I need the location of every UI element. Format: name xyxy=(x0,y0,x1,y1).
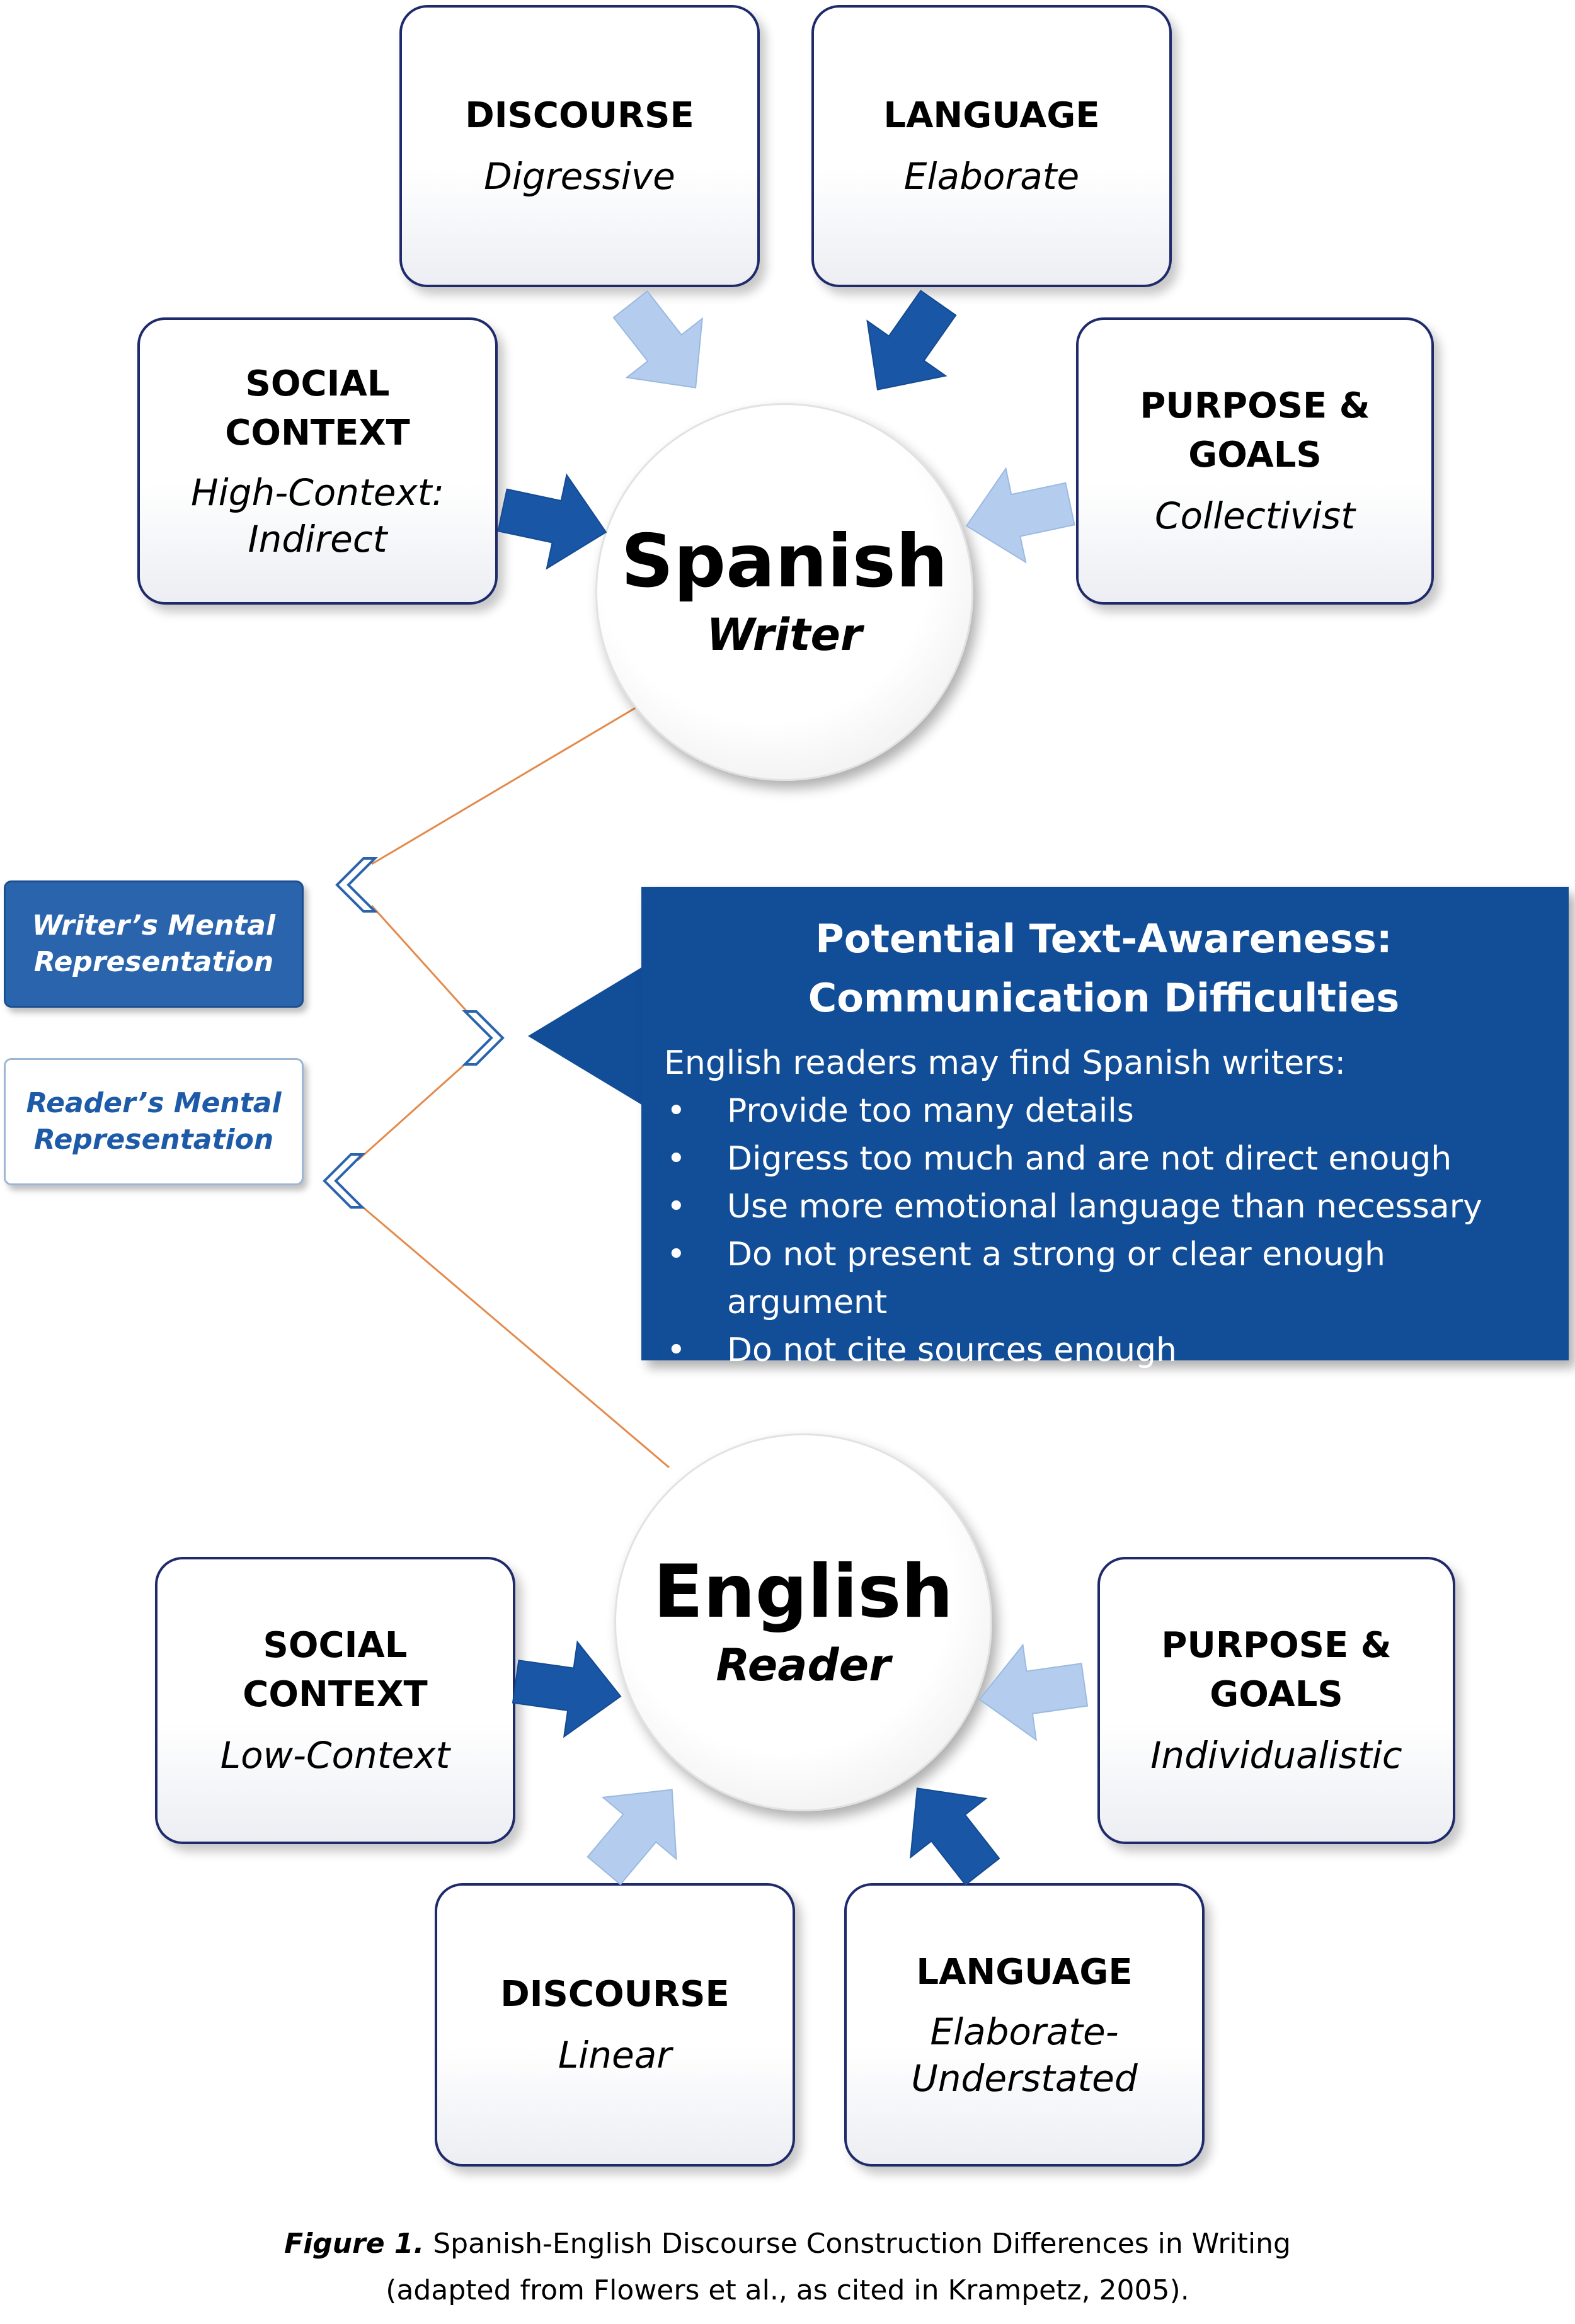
reader-discourse-box: DISCOURSE Linear xyxy=(435,1883,795,2167)
writer-circle-title: Spanish xyxy=(621,519,948,604)
writer-social-context-arrow xyxy=(491,462,617,580)
bullet-icon: • xyxy=(667,1140,686,1178)
writer-discourse-arrow xyxy=(592,274,734,418)
callout-intro: English readers may find Spanish writers… xyxy=(664,1044,1346,1082)
writer-purpose-goals-arrow xyxy=(956,456,1081,574)
writer-social-context-value: High-Context: Indirect xyxy=(191,469,444,562)
difficulty-item: • Do not cite sources enough xyxy=(664,1326,1544,1374)
reader-purpose-goals-arrow xyxy=(972,1636,1092,1748)
writer-mental-representation-line2: Representation xyxy=(33,946,274,978)
reader-language-value-line1: Elaborate- xyxy=(930,2010,1119,2053)
chevron-left-icon xyxy=(323,1153,364,1209)
difficulty-text: Digress too much and are not direct enou… xyxy=(727,1140,1452,1178)
writer-discourse-box: DISCOURSE Digressive xyxy=(399,5,760,287)
writer-purpose-goals-title-line1: PURPOSE & xyxy=(1140,385,1370,426)
writer-purpose-goals-title-line2: GOALS xyxy=(1188,435,1322,476)
difficulty-item: • Use more emotional language than necess… xyxy=(664,1183,1544,1231)
caption-line2: (adapted from Flowers et al., as cited i… xyxy=(386,2274,1189,2306)
difficulty-text: Do not cite sources enough xyxy=(727,1331,1177,1369)
writer-purpose-goals-title: PURPOSE & GOALS xyxy=(1140,382,1370,480)
reader-social-context-title: SOCIAL CONTEXT xyxy=(243,1625,428,1715)
writer-language-title: LANGUAGE xyxy=(883,95,1100,136)
reader-language-title: LANGUAGE xyxy=(916,1952,1133,1993)
reader-circle-subtitle: Reader xyxy=(716,1639,891,1691)
difficulty-text: Do not present a strong or clear enough … xyxy=(727,1236,1385,1321)
caption-line1: Spanish-English Discourse Construction D… xyxy=(433,2228,1291,2260)
bullet-icon: • xyxy=(667,1331,686,1369)
reader-discourse-value: Linear xyxy=(558,2034,672,2076)
reader-social-context-arrow xyxy=(508,1633,628,1745)
reader-language-box: LANGUAGE Elaborate- Understated xyxy=(844,1883,1205,2167)
writer-circle-subtitle: Writer xyxy=(706,609,862,661)
difficulty-text: Use more emotional language than necessa… xyxy=(727,1188,1482,1226)
reader-purpose-goals-value: Individualistic xyxy=(1150,1734,1402,1777)
bullet-icon: • xyxy=(667,1236,686,1273)
writer-purpose-goals-value: Collectivist xyxy=(1154,494,1356,537)
writer-social-context-box: SOCIAL CONTEXT High-Context: Indirect xyxy=(137,317,498,605)
communication-difficulties-callout: Potential Text-Awareness: Communication … xyxy=(641,887,1569,1369)
reader-purpose-goals-title-line2: GOALS xyxy=(1210,1674,1343,1715)
writer-language-box: LANGUAGE Elaborate xyxy=(811,5,1172,287)
reader-mental-representation-line2: Representation xyxy=(33,1124,274,1156)
difficulty-text: Provide too many details xyxy=(727,1092,1134,1130)
reader-language-arrow xyxy=(879,1758,1021,1902)
writer-language-value: Elaborate xyxy=(903,155,1080,198)
writer-circle: Spanish Writer xyxy=(595,403,973,781)
reader-purpose-goals-title: PURPOSE & GOALS xyxy=(1161,1621,1391,1719)
connector-line-writer-to-writer-mental xyxy=(371,705,638,865)
reader-purpose-goals-box: PURPOSE & GOALS Individualistic xyxy=(1097,1557,1455,1844)
reader-discourse-arrow xyxy=(566,1758,709,1903)
writer-discourse-value: Digressive xyxy=(484,155,675,198)
callout-title-line1: Potential Text-Awareness: xyxy=(815,916,1392,962)
reader-social-context-value: Low-Context xyxy=(220,1734,450,1777)
difficulty-item: • Digress too much and are not direct eno… xyxy=(664,1135,1544,1183)
connector-line-writer-mental-to-junction xyxy=(370,904,480,1026)
writer-language-arrow xyxy=(837,275,978,418)
writer-purpose-goals-box: PURPOSE & GOALS Collectivist xyxy=(1076,317,1434,605)
reader-circle: English Reader xyxy=(614,1433,992,1811)
reader-purpose-goals-title-line1: PURPOSE & xyxy=(1161,1625,1392,1666)
writer-social-context-value-line1: High-Context: xyxy=(190,471,444,514)
bullet-icon: • xyxy=(667,1092,686,1130)
difficulties-list: • Provide too many details • Digress too m… xyxy=(664,1087,1544,1374)
callout-pointer xyxy=(528,967,643,1105)
chevron-right-icon xyxy=(464,1010,504,1066)
writer-mental-representation-box: Writer’s Mental Representation xyxy=(4,880,304,1008)
figure-label: Figure 1. xyxy=(284,2228,425,2260)
writer-social-context-value-line2: Indirect xyxy=(248,518,387,561)
difficulty-item: • Do not present a strong or clear enough… xyxy=(664,1231,1544,1326)
reader-language-value: Elaborate- Understated xyxy=(911,2008,1137,2102)
figure-caption: Figure 1. Spanish-English Discourse Cons… xyxy=(0,2221,1575,2314)
callout-title: Potential Text-Awareness: Communication … xyxy=(664,909,1544,1028)
reader-mental-representation-line1: Reader’s Mental xyxy=(26,1087,282,1119)
writer-mental-representation-line1: Writer’s Mental xyxy=(32,909,276,942)
reader-language-value-line2: Understated xyxy=(911,2057,1138,2100)
chevron-left-icon xyxy=(336,857,376,913)
reader-circle-title: English xyxy=(653,1549,953,1634)
reader-discourse-title: DISCOURSE xyxy=(500,1974,730,2015)
callout-title-line2: Communication Difficulties xyxy=(808,975,1400,1021)
connector-line-junction-to-reader-mental xyxy=(357,1051,480,1161)
bullet-icon: • xyxy=(667,1188,686,1226)
writer-discourse-title: DISCOURSE xyxy=(465,95,694,136)
reader-mental-representation-box: Reader’s Mental Representation xyxy=(4,1058,304,1185)
connector-line-reader-mental-to-reader xyxy=(357,1202,670,1469)
difficulty-item: • Provide too many details xyxy=(664,1087,1544,1135)
writer-social-context-title: SOCIAL CONTEXT xyxy=(225,363,410,453)
